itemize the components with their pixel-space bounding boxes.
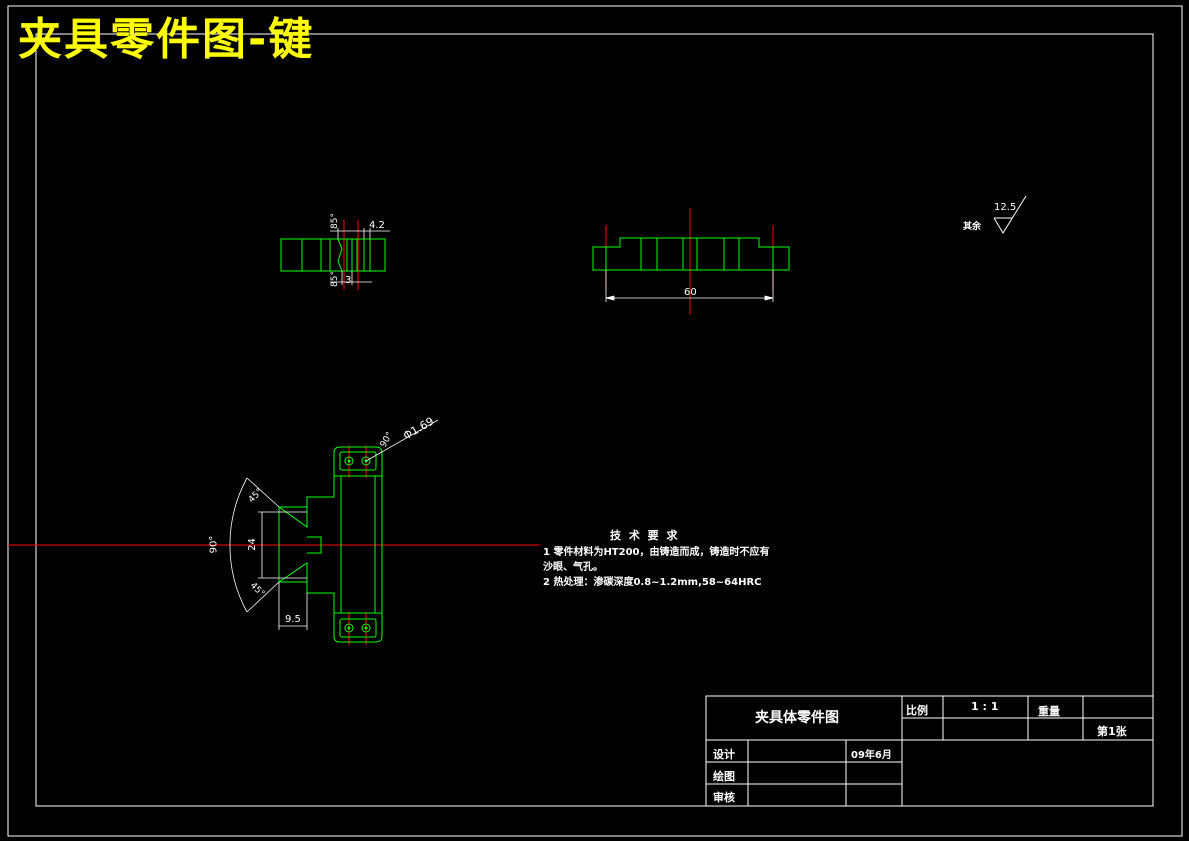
tech-req-line2: 沙眼、气孔。: [543, 562, 603, 573]
drawing-banner-title: 夹具零件图-键: [18, 14, 315, 65]
plan-view-dims: [229, 419, 439, 630]
dim-top-left-angle: 85°: [329, 213, 340, 229]
front-view: [592, 237, 790, 271]
tech-req-line1: 1 零件材料为HT200，由铸造而成，铸造时不应有: [543, 547, 770, 558]
title-block-scale-label: 比例: [906, 704, 928, 717]
title-block-grid: [705, 695, 1154, 807]
dim-bottom-left-width: 3: [345, 275, 352, 286]
surface-finish-symbol: [993, 195, 1027, 234]
centerlines: [8, 208, 774, 645]
title-block-scale-value: 1 : 1: [971, 700, 999, 713]
side-view-left-dims: [330, 228, 390, 285]
dim-bottom-left-angle: 85°: [329, 271, 340, 287]
dim-angle-90: 90°: [208, 535, 220, 554]
dim-top-left-width: 4.2: [369, 220, 385, 231]
title-block-review-label: 审核: [713, 791, 735, 804]
dim-width-9-5: 9.5: [285, 614, 301, 625]
title-block-drawing-label: 绘图: [713, 770, 735, 783]
title-block-design-label: 设计: [713, 748, 735, 761]
dim-height-24: 24: [246, 538, 258, 551]
outer-border: [7, 5, 1183, 837]
title-block-part-name: 夹具体零件图: [755, 710, 839, 726]
tech-req-line3: 2 热处理：渗碳深度0.8~1.2mm,58~64HRC: [543, 577, 762, 588]
title-block-design-date: 09年6月: [851, 750, 892, 761]
side-view-left: [280, 238, 386, 272]
title-block-sheet-label: 第1张: [1097, 725, 1127, 738]
inner-frame: [35, 33, 1154, 807]
surface-finish-value: 12.5: [994, 202, 1017, 213]
title-block-weight-label: 重量: [1038, 705, 1060, 718]
front-view-dims: [605, 270, 774, 302]
tech-req-heading: 技 术 要 求: [610, 529, 680, 542]
dim-length-60: 60: [684, 287, 697, 298]
surface-finish-label: 其余: [963, 222, 982, 232]
